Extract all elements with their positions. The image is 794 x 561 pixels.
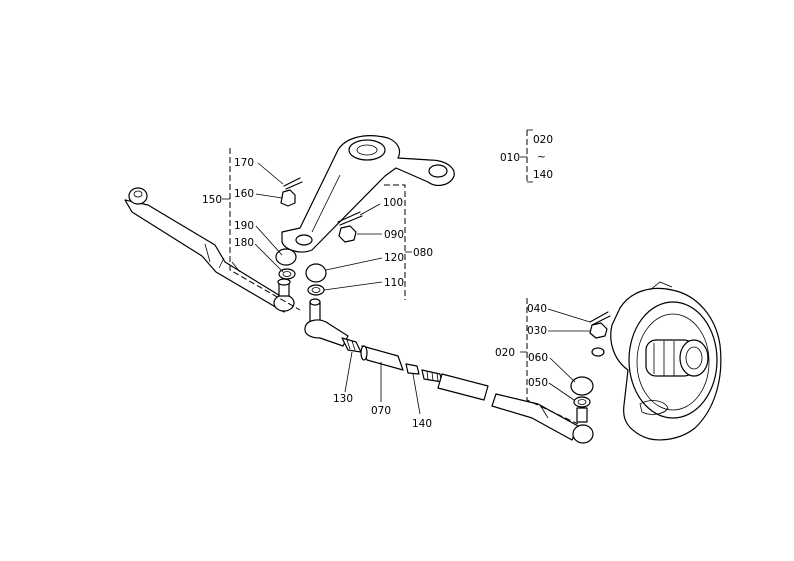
- leader-lines: [254, 162, 591, 415]
- callout-100: 100: [383, 197, 403, 209]
- right-stack: [570, 311, 611, 408]
- callout-050: 050: [528, 377, 548, 389]
- callout-140: 140: [412, 418, 432, 430]
- callout-labels: 170 160 150 190 180 100 090 080 120 110 …: [202, 157, 548, 430]
- callout-040: 040: [527, 303, 547, 315]
- callout-180: 180: [234, 237, 254, 249]
- middle-stack: [305, 211, 363, 296]
- callout-090: 090: [384, 229, 404, 241]
- callout-150: 150: [202, 194, 222, 206]
- left-tie-rod: [124, 187, 295, 313]
- callout-070: 070: [371, 405, 391, 417]
- legend-020-label: 020: [533, 134, 553, 146]
- callout-020: 020: [495, 347, 515, 359]
- legend-tilde: ~: [537, 151, 546, 163]
- steering-knuckle: [610, 281, 722, 441]
- group-legend: 010 020 ~ 140: [500, 129, 553, 183]
- legend-010-label: 010: [500, 152, 520, 164]
- callout-170: 170: [234, 157, 254, 169]
- callout-080: 080: [413, 247, 433, 259]
- callout-190: 190: [234, 220, 254, 232]
- callout-130: 130: [333, 393, 353, 405]
- left-stack: [275, 177, 303, 280]
- right-tie-rod: [437, 373, 594, 444]
- callout-030: 030: [527, 325, 547, 337]
- legend-140-label: 140: [533, 169, 553, 181]
- callout-160: 160: [234, 188, 254, 200]
- pitman-arm: [281, 135, 455, 253]
- callout-110: 110: [384, 277, 404, 289]
- callout-060: 060: [528, 352, 548, 364]
- center-link: [304, 298, 443, 383]
- group-brackets: [222, 148, 579, 425]
- callout-120: 120: [384, 252, 404, 264]
